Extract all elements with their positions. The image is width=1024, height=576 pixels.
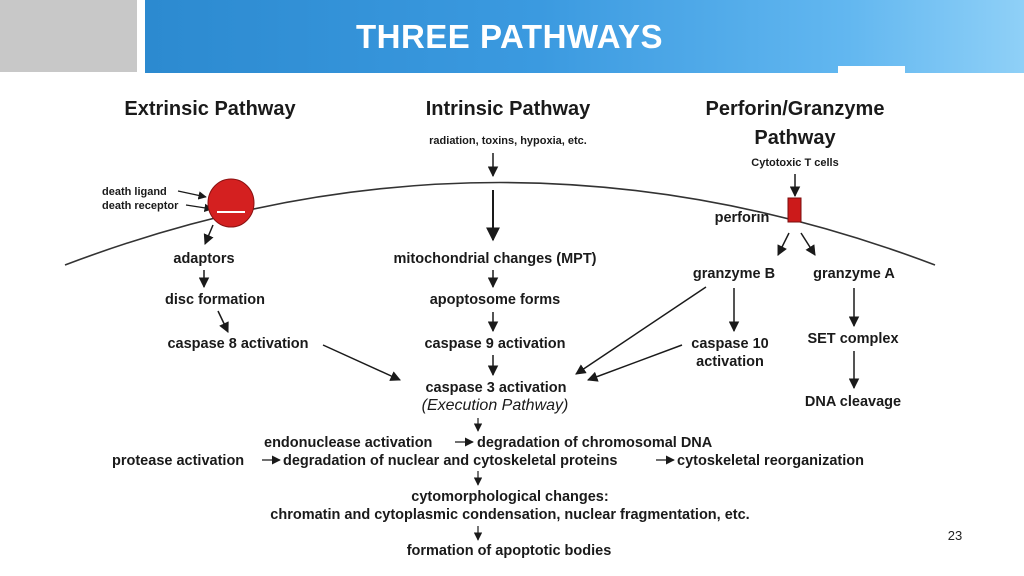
page-number: 23 xyxy=(947,528,963,543)
corner-gray-block xyxy=(0,0,137,72)
cell-membrane-arc xyxy=(64,181,936,266)
granzymeB-label: granzyme B xyxy=(693,266,775,282)
protease-label: protease activation xyxy=(112,453,244,469)
intrinsic-triggers: radiation, toxins, hypoxia, etc. xyxy=(429,135,587,147)
intrinsic-header: Intrinsic Pathway xyxy=(426,98,591,120)
caspase9-label: caspase 9 activation xyxy=(424,336,565,352)
set-complex-label: SET complex xyxy=(807,331,898,347)
arrow-disc-caspase8 xyxy=(217,310,229,333)
caspase10-label-line1: caspase 10 xyxy=(691,336,768,352)
perforin-header-line1: Perforin/Granzyme xyxy=(706,98,885,120)
reorganization-label: cytoskeletal reorganization xyxy=(677,453,864,469)
arrow-caspase8-caspase3 xyxy=(322,344,401,381)
degradation-proteins-label: degradation of nuclear and cytoskeletal … xyxy=(283,453,617,469)
granzymeA-label: granzyme A xyxy=(813,266,895,282)
perforin-header-line2: Pathway xyxy=(754,127,836,149)
arrow-perforin-granzymeA xyxy=(800,232,816,256)
perforin-pore xyxy=(787,197,802,223)
endonuclease-label: endonuclease activation xyxy=(264,435,432,451)
dna-cleavage-label: DNA cleavage xyxy=(805,394,901,410)
death-receptor-ball xyxy=(207,178,255,228)
condensation-label: chromatin and cytoplasmic condensation, … xyxy=(270,507,749,523)
arrow-receptor-adaptors xyxy=(203,224,214,245)
title-bar: THREE PATHWAYS xyxy=(145,0,1024,73)
arrow-granzymeB-caspase3 xyxy=(575,286,707,375)
degradation-dna-label: degradation of chromosomal DNA xyxy=(477,435,713,451)
tcells-label: Cytotoxic T cells xyxy=(751,157,838,169)
cyto-changes-label: cytomorphological changes: xyxy=(411,489,608,505)
arrow-receptor xyxy=(185,203,213,213)
slide-title: THREE PATHWAYS xyxy=(355,17,664,55)
arrow-perforin-granzymeB xyxy=(777,232,790,256)
execution-pathway-label: (Execution Pathway) xyxy=(422,397,569,414)
extrinsic-header: Extrinsic Pathway xyxy=(124,98,296,120)
adaptors-label: adaptors xyxy=(173,251,234,267)
perforin-label: perforin xyxy=(715,210,770,226)
arrow-ligand xyxy=(177,190,207,200)
apoptotic-bodies-label: formation of apoptotic bodies xyxy=(407,543,612,559)
caspase8-label: caspase 8 activation xyxy=(167,336,308,352)
mito-label: mitochondrial changes (MPT) xyxy=(393,251,596,267)
disc-formation-label: disc formation xyxy=(165,292,265,308)
arrow-caspase10-caspase3 xyxy=(587,344,683,382)
caspase10-label-line2: activation xyxy=(696,354,764,370)
title-accent xyxy=(838,66,905,82)
death-ligand-label: death ligand xyxy=(102,186,167,198)
caspase3-label: caspase 3 activation xyxy=(425,380,566,396)
death-receptor-label: death receptor xyxy=(102,200,179,212)
apoptosome-label: apoptosome forms xyxy=(430,292,561,308)
